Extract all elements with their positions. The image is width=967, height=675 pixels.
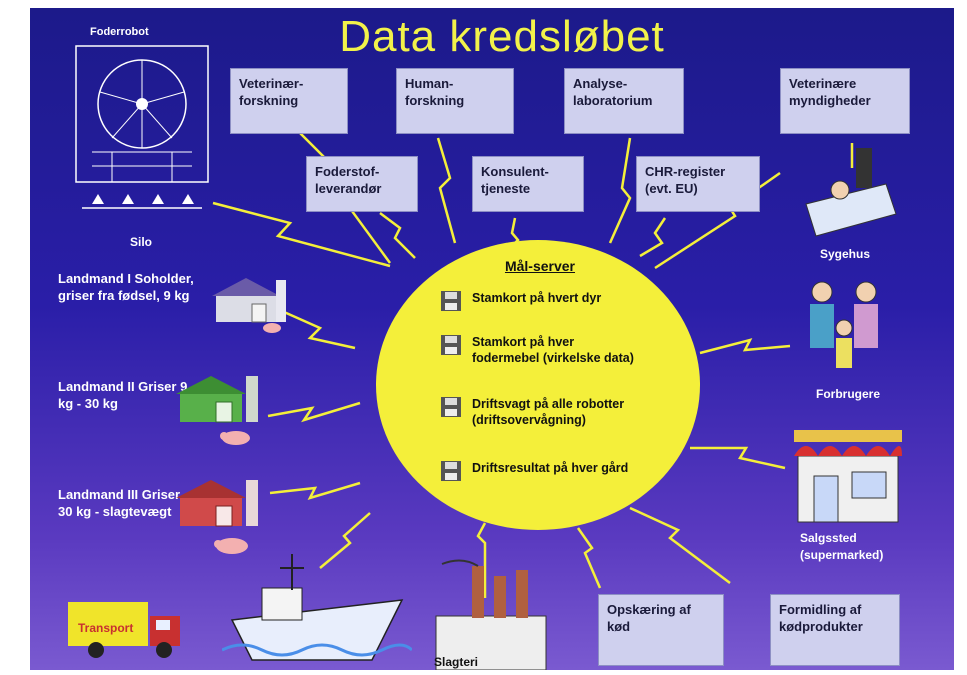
server-item-text: Driftsvagt på alle robotter (driftsoverv… [472, 397, 625, 427]
link-formidling [629, 506, 731, 584]
red-barn-icon [176, 480, 258, 554]
farmer2-label: Landmand II Griser 9 kg - 30 kg [58, 379, 188, 411]
link-farmer2 [267, 401, 361, 423]
farmer3-label: Landmand III Griser 30 kg - slagtevægt [58, 487, 181, 519]
ship-icon [222, 554, 412, 661]
box-analyse-laboratorium: Analyse-laboratorium [564, 68, 684, 134]
server-item-text: Stamkort på hvert dyr [472, 291, 602, 305]
link-shop [690, 446, 786, 470]
farm-barn-icon [212, 278, 286, 333]
link-consumer [699, 338, 791, 355]
slaughter-label: Slagteri [434, 655, 479, 669]
feeder-label: Foderrobot [90, 26, 149, 38]
box-foderstof-leverandoer: Foderstof-leverandør [306, 156, 418, 212]
slide: Data kredsløbet Foderrobot Silo Veterinæ… [30, 8, 954, 670]
consumer-label: Forbrugere [816, 387, 881, 401]
box-veterinaere-myndigheder: Veterinære myndigheder [780, 68, 910, 134]
link-silo [212, 201, 391, 268]
box-formidling: Formidling af kødprodukter [770, 594, 900, 666]
server-item: Driftsresultat på hver gård [440, 460, 636, 482]
link-chr [639, 217, 667, 258]
link-foderstof [379, 212, 416, 259]
box-veterinaer-forskning: Veterinær-forskning [230, 68, 348, 134]
link-ship [319, 512, 371, 569]
floppy-disk-icon [441, 461, 461, 481]
link-farmer1 [274, 306, 356, 350]
truck-icon [68, 602, 180, 658]
server-item: Driftsvagt på alle robotter (driftsoverv… [440, 396, 636, 428]
family-icon [810, 281, 878, 368]
data-links [212, 127, 854, 598]
floppy-disk-icon [441, 335, 461, 355]
hospital-bed-icon [805, 148, 897, 237]
server-item-text: Driftsresultat på hver gård [472, 461, 629, 475]
floppy-disk-icon [441, 291, 461, 311]
box-opskaering: Opskæring af kød [598, 594, 724, 666]
link-humanforsk [436, 137, 457, 244]
mail-server-circle [376, 240, 700, 530]
box-konsulent-tjeneste: Konsulent-tjeneste [472, 156, 584, 212]
page-title: Data kredsløbet [339, 12, 665, 61]
server-item-text: Stamkort på hver fodermebel (virkelske d… [472, 335, 634, 365]
factory-icon [435, 559, 547, 670]
server-item: Stamkort på hvert dyr [440, 290, 636, 312]
green-barn-icon [176, 376, 258, 445]
link-analyse [608, 137, 632, 244]
farmer1-label: Landmand I Soholder, griser fra fødsel, … [58, 271, 194, 303]
floppy-disk-icon [441, 397, 461, 417]
shop-label: Salgssted (supermarked) [800, 531, 884, 562]
silo-label: Silo [130, 235, 153, 249]
link-farmer3 [269, 481, 361, 501]
box-human-forskning: Human-forskning [396, 68, 514, 134]
server-title: Mål-server [504, 258, 576, 274]
truck-label: Transport [78, 621, 134, 635]
box-chr-register: CHR-register (evt. EU) [636, 156, 760, 212]
feeder-robot-icon [75, 45, 209, 209]
hospital-label: Sygehus [820, 247, 871, 261]
server-item: Stamkort på hver fodermebel (virkelske d… [440, 334, 636, 366]
link-slagteri [476, 522, 487, 598]
shop-icon [794, 430, 902, 523]
link-opskaering [576, 527, 602, 589]
